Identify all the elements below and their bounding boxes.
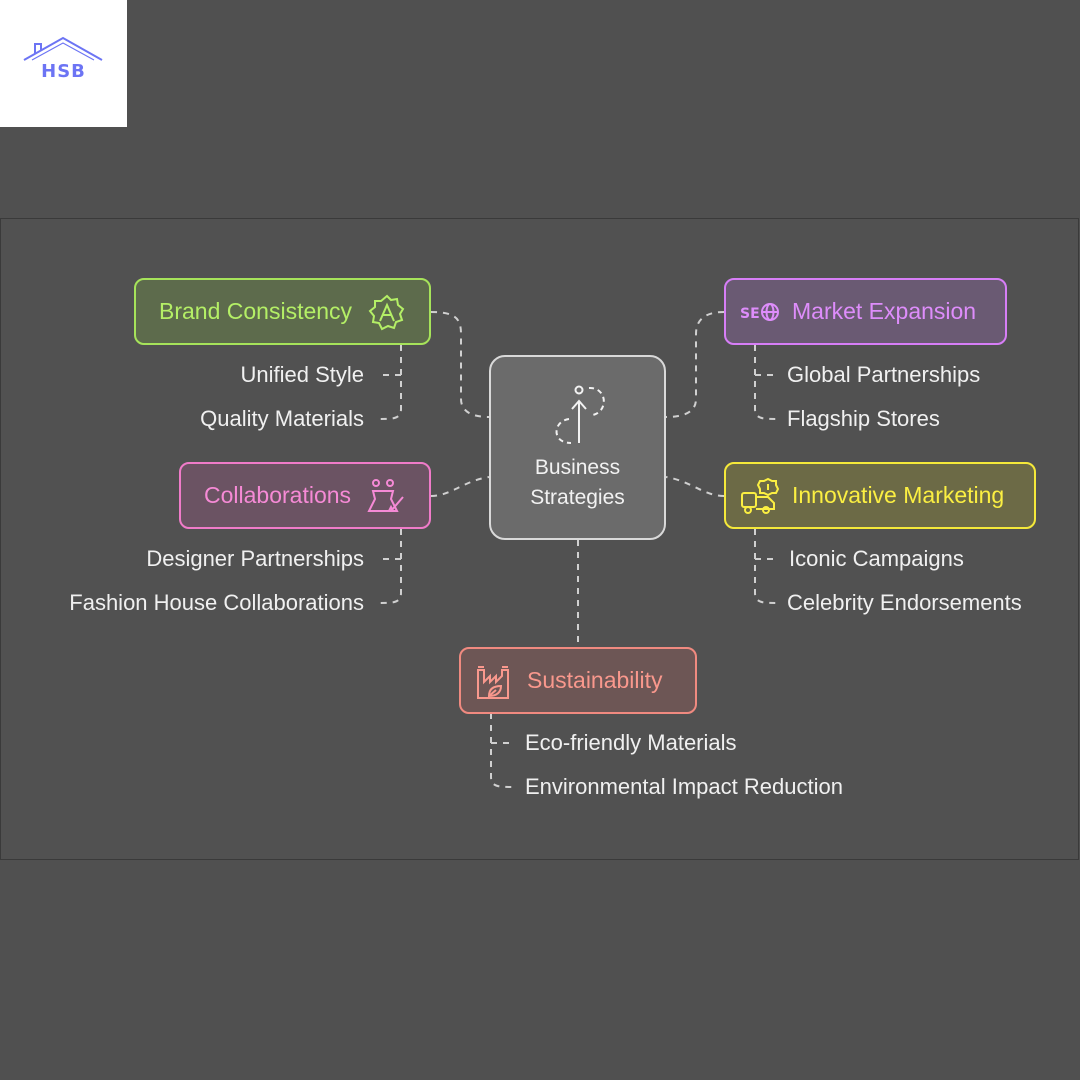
sustainability-label: Sustainability: [527, 667, 663, 693]
brand-consistency-label: Brand Consistency: [159, 298, 353, 324]
hsb-logo: HSB: [0, 0, 127, 127]
innovative-marketing-node: Innovative Marketing: [724, 462, 1036, 529]
eco-factory-icon: [475, 662, 513, 700]
sustainability-node: Sustainability: [459, 647, 697, 714]
business-strategies-node: Business Strategies: [489, 355, 666, 540]
market-item-global-partnerships: Global Partnerships: [787, 362, 981, 387]
growth-arrow-icon: [549, 385, 609, 450]
brand-consistency-node: Brand Consistency: [134, 278, 431, 345]
marketing-truck-icon: [740, 477, 780, 515]
collab-item-designer-partnerships: Designer Partnerships: [146, 546, 364, 571]
market-expansion-label: Market Expansion: [792, 298, 977, 324]
sustain-item-eco-friendly: Eco-friendly Materials: [525, 730, 737, 755]
collab-item-fashion-house: Fashion House Collaborations: [69, 590, 364, 615]
center-label-line2: Strategies: [530, 486, 625, 509]
brand-item-unified-style: Unified Style: [240, 362, 364, 387]
innovative-marketing-label: Innovative Marketing: [792, 482, 1005, 508]
collaborations-label: Collaborations: [204, 482, 352, 508]
strategy-mind-map: Business Strategies Brand Consistency Un…: [0, 218, 1079, 860]
logo-text: HSB: [41, 61, 86, 82]
marketing-item-celebrity-endorsements: Celebrity Endorsements: [787, 590, 1022, 615]
badge-check-icon: [368, 293, 406, 331]
market-item-flagship-stores: Flagship Stores: [787, 406, 940, 431]
center-label-line1: Business: [534, 456, 621, 479]
brand-item-quality-materials: Quality Materials: [200, 406, 364, 431]
marketing-item-iconic-campaigns: Iconic Campaigns: [789, 546, 964, 571]
svg-text:SE: SE: [740, 306, 760, 322]
connector-lines: [378, 311, 778, 788]
collaborations-node: Collaborations: [179, 462, 431, 529]
sustain-item-environmental-impact: Environmental Impact Reduction: [525, 774, 843, 799]
market-expansion-node: SE Market Expansion: [724, 278, 1007, 345]
house-roof-icon: [23, 36, 103, 61]
seo-globe-icon: SE: [740, 297, 780, 327]
designer-icon: [367, 477, 405, 515]
